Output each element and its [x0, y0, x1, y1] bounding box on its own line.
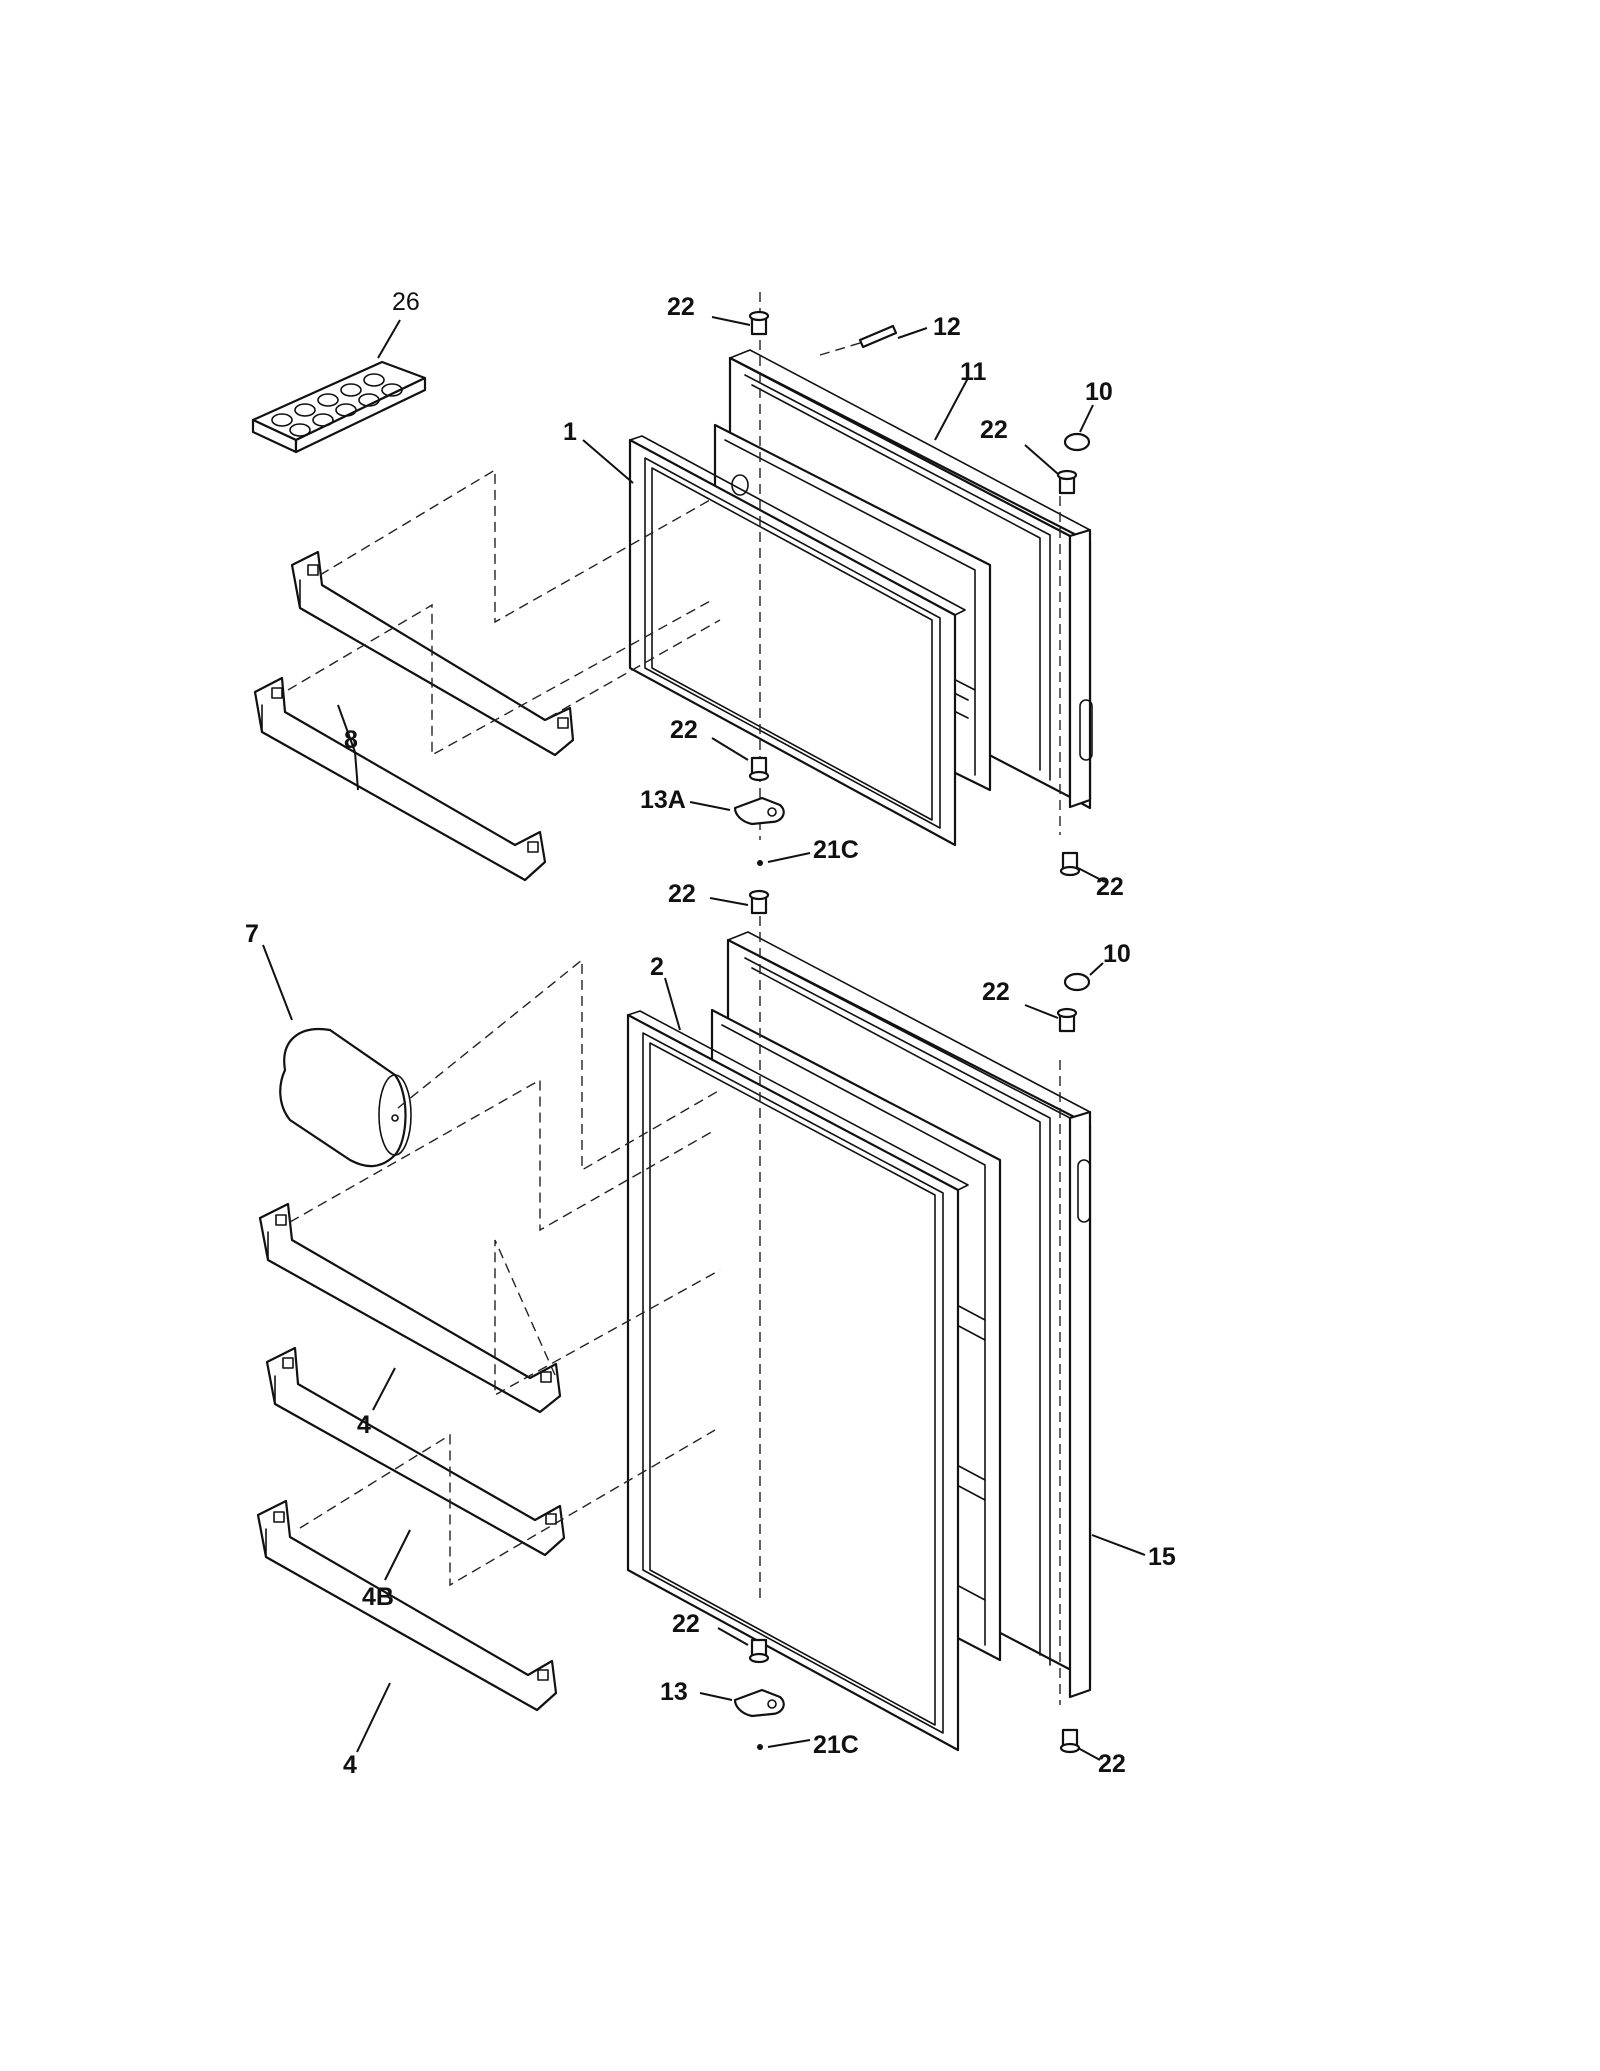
hole-plug-10-lower — [1063, 972, 1091, 992]
leader-lines — [262, 316, 1146, 1761]
label-7: 7 — [245, 920, 259, 948]
label-15: 15 — [1148, 1543, 1176, 1571]
hinge-pin-top-freezer — [748, 310, 770, 336]
screw-21C-lower — [757, 1744, 763, 1750]
hinge-pin-22-freezer-bottom — [748, 756, 770, 782]
label-12: 12 — [933, 313, 961, 341]
hinge-pin-22-upper-right — [1056, 469, 1078, 495]
label-21C-b: 21C — [813, 1731, 859, 1759]
freezer-door-assembly — [628, 349, 1093, 847]
label-22-c: 22 — [670, 716, 698, 744]
freezer-gasket — [628, 435, 966, 847]
part-callout-labels: 26 22 12 11 10 22 1 8 22 13A 21C 22 22 7… — [245, 288, 1176, 1779]
freezer-door-shelf-lower — [253, 676, 547, 882]
door-stop-12 — [858, 324, 898, 349]
assembly-guide-lines — [287, 292, 1061, 1705]
label-4B: 4B — [362, 1583, 394, 1611]
hinge-pin-22-fresh-right-top — [1056, 1007, 1078, 1033]
hinge-pin-22-fresh-right-bottom — [1059, 1728, 1081, 1754]
label-21C-a: 21C — [813, 836, 859, 864]
egg-tray — [251, 360, 427, 454]
hinge-pin-22-freezer-right-bottom — [1059, 851, 1081, 877]
label-22-e: 22 — [668, 880, 696, 908]
hinge-pin-22-fresh-bottom — [748, 1638, 770, 1664]
label-22-h: 22 — [1098, 1750, 1126, 1778]
label-22-b: 22 — [980, 416, 1008, 444]
butter-dish — [279, 1027, 412, 1168]
label-22-a: 22 — [667, 293, 695, 321]
fresh-food-door-shelf-4-bottom — [256, 1499, 558, 1712]
label-8: 8 — [344, 726, 358, 754]
hole-plug-10-upper — [1063, 432, 1091, 452]
screw-21C-upper — [757, 860, 763, 866]
label-13: 13 — [660, 1678, 688, 1706]
label-22-f: 22 — [982, 978, 1010, 1006]
label-10-a: 10 — [1085, 378, 1113, 406]
label-13A: 13A — [640, 786, 686, 814]
fresh-food-gasket — [626, 1010, 969, 1752]
label-22-d: 22 — [1096, 873, 1124, 901]
label-4-a: 4 — [357, 1411, 371, 1439]
label-2: 2 — [650, 953, 664, 981]
fresh-food-door-assembly — [626, 931, 1092, 1752]
fresh-food-door-shelf-4B — [265, 1346, 566, 1557]
hinge-13A — [733, 796, 785, 826]
fresh-food-door-shelf-4-top — [258, 1202, 562, 1414]
label-1: 1 — [563, 418, 577, 446]
label-22-g: 22 — [672, 1610, 700, 1638]
label-10-b: 10 — [1103, 940, 1131, 968]
hinge-pin-22-fresh-top — [748, 889, 770, 915]
hinge-13 — [733, 1688, 785, 1718]
label-26: 26 — [392, 288, 420, 316]
label-11: 11 — [960, 358, 987, 386]
label-4-b: 4 — [343, 1751, 357, 1779]
